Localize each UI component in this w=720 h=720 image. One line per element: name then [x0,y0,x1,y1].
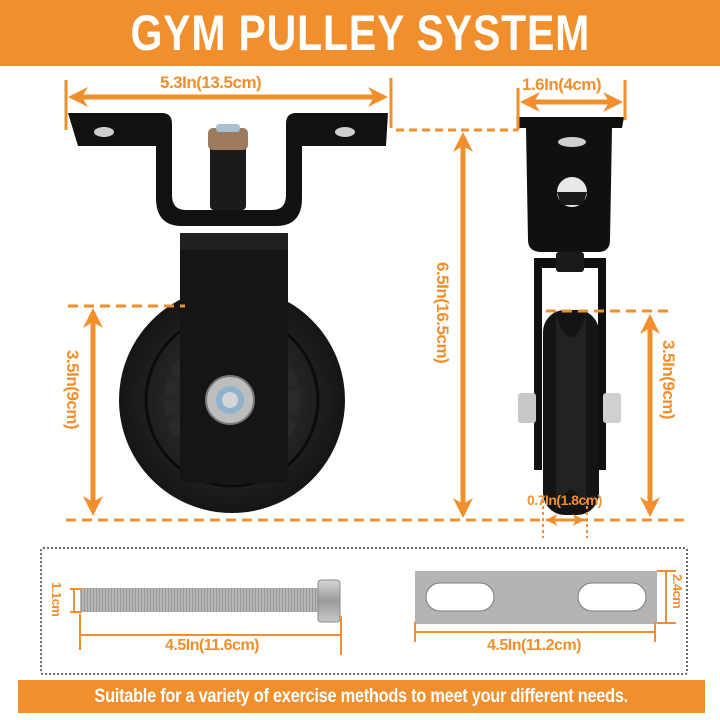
bolt-length-label: 4.5In(11.6cm) [165,637,260,654]
front-width-label: 5.3In(13.5cm) [160,73,262,92]
groove-width-label: 0.7In(1.8cm) [527,492,602,508]
page-title: GYM PULLEY SYSTEM [130,5,590,61]
hex-bolt-photo [80,579,341,623]
bolt-diameter-label: 1.1cm [49,582,64,617]
plate-height-label: 2.4cm [670,574,685,609]
pulley-front-photo [68,113,388,513]
footer-banner: Suitable for a variety of exercise metho… [18,680,705,713]
side-width-label: 1.6In(4cm) [522,75,602,94]
pulley-side-photo [518,117,624,515]
footer-slogan: Suitable for a variety of exercise metho… [94,686,629,707]
side-wheel-height-label: 3.5In(9cm) [659,340,678,420]
slotted-steel-plate-photo [415,571,657,624]
header-banner: GYM PULLEY SYSTEM [0,0,720,66]
overall-height-label: 6.5In(16.5cm) [433,262,452,364]
front-wheel-height-label: 3.5In(9cm) [63,350,82,430]
plate-length-label: 4.5In(11.2cm) [487,637,582,654]
accessories-panel [40,547,688,675]
